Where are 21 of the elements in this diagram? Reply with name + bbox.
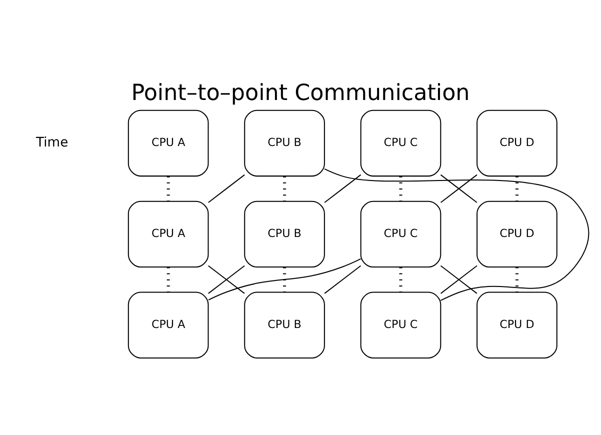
node-box: CPU A [128,291,209,358]
node-box: CPU C [360,200,442,268]
connector [208,264,245,294]
node-box: CPU B [244,109,325,176]
connector [324,174,362,202]
node-box: CPU C [360,109,442,176]
node-box: CPU D [476,200,558,268]
connector [324,264,362,294]
node-box: CPU A [128,200,209,268]
node-box: CPU B [244,291,325,358]
connector [324,168,590,300]
connector [208,174,245,202]
connector [515,266,518,292]
node-box: CPU B [244,200,325,268]
node-box: CPU C [360,291,442,358]
connector [208,258,361,300]
node-box: CPU D [476,109,558,176]
label: Time [36,135,68,150]
node-box: CPU D [476,291,558,358]
diagram-title: Point–to–point Communication [131,79,470,106]
node-box: CPU A [128,109,209,176]
